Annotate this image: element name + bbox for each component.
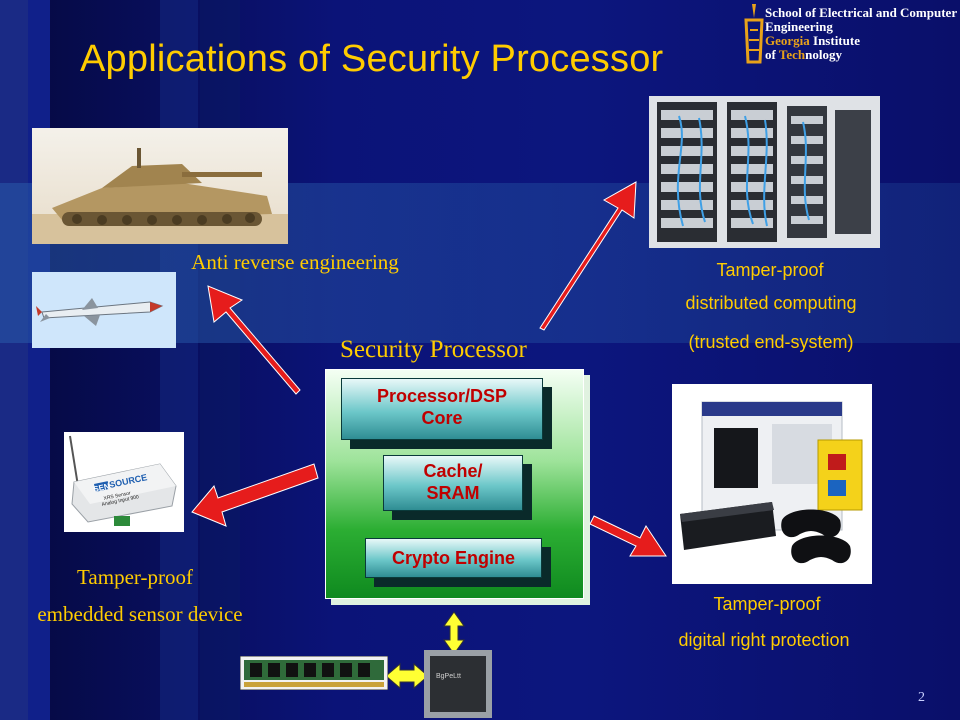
left-stripe — [0, 0, 28, 720]
logo-line: School of Electrical and Computer — [765, 5, 958, 20]
left-stripe — [160, 0, 198, 720]
logo-of: of — [765, 47, 779, 62]
slide-title: Applications of Security Processor — [80, 38, 664, 80]
label-anti-reverse: Anti reverse engineering — [191, 250, 399, 274]
page-number: 2 — [918, 690, 925, 705]
logo-line: Engineering — [765, 19, 833, 34]
logo-tech: Tech — [778, 47, 806, 62]
label-distributed-3: (trusted end-system) — [688, 332, 854, 352]
game-console-image — [672, 384, 872, 584]
label-distributed-2: distributed computing — [685, 293, 857, 313]
label-drm-2: digital right protection — [678, 630, 850, 650]
cache-sram-block: Cache/ SRAM — [383, 455, 523, 511]
label-drm-1: Tamper-proof — [713, 594, 821, 614]
crypto-engine-block: Crypto Engine — [365, 538, 542, 578]
cache-sram-label: Cache/ SRAM — [423, 461, 483, 503]
logo-line: of Technology — [765, 48, 957, 62]
memory-module-icon — [240, 656, 388, 690]
tank-image — [32, 128, 288, 244]
logo-nology: nology — [805, 47, 842, 62]
processor-dsp-core-label: Processor/DSP Core — [376, 386, 508, 428]
label-sensor-1: Tamper-proof — [77, 565, 193, 589]
logo-line: Georgia Institute — [765, 34, 957, 48]
gatech-logo — [744, 4, 764, 64]
chip-icon: BgPeLtt — [424, 650, 492, 718]
label-distributed-1: Tamper-proof — [716, 260, 824, 280]
logo-institute: Institute — [809, 33, 860, 48]
security-processor-title: Security Processor — [340, 336, 527, 363]
logo-georgia: Georgia — [765, 33, 810, 48]
sensor-brand-a: SEN — [93, 482, 111, 494]
sensor-model: XRS Sensor — [103, 490, 131, 502]
crypto-engine-label: Crypto Engine — [391, 548, 515, 568]
logo-text: School of Electrical and Computer Engine… — [765, 6, 957, 62]
missile-image — [32, 272, 176, 348]
sensor-device-image: SEN SOURCE XRS Sensor Analog Input 900 — [64, 432, 184, 532]
server-rack-image — [649, 96, 880, 248]
chip-label: BgPeLtt — [436, 673, 461, 680]
processor-dsp-core-block: Processor/DSP Core — [341, 378, 543, 440]
label-sensor-2: embedded sensor device — [37, 602, 243, 626]
